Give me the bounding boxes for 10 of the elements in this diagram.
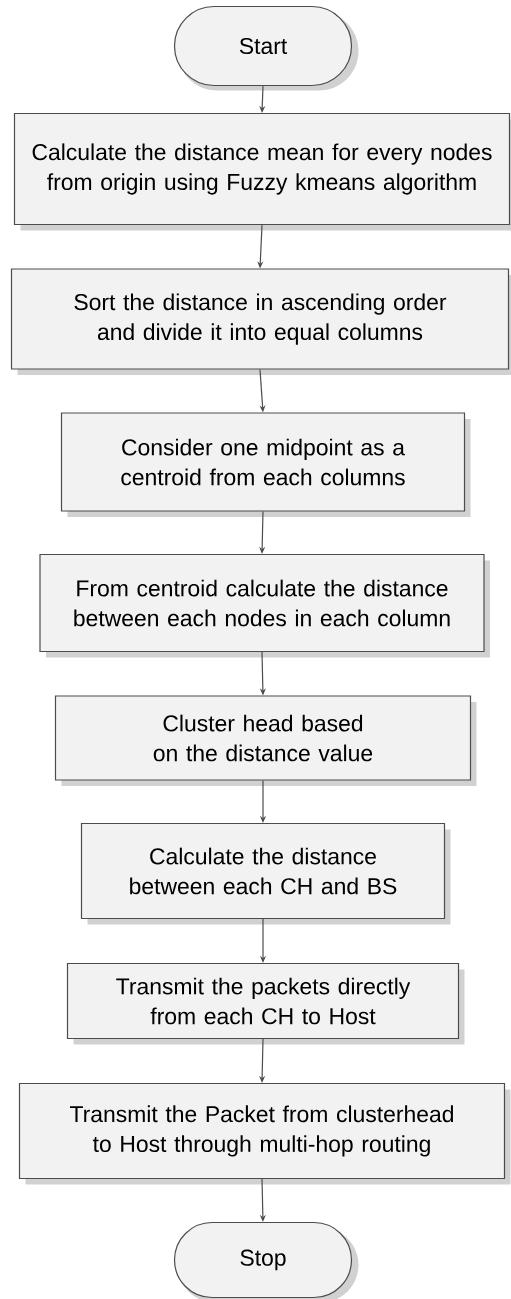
terminal-oval: Stop — [173, 1221, 359, 1299]
process-box: Cluster head based on the distance value — [54, 695, 477, 786]
process-box: Transmit the Packet from clusterhead to Host through multi-hop routing — [18, 1082, 511, 1185]
process-box: From centroid calculate the distance between each nodes in each column — [39, 553, 490, 658]
process-box: Calculate the distance between each CH and BS — [80, 822, 451, 925]
process-box: Calculate the distance mean for every nodes from origin using Fuzzy kmeans algorithm — [13, 112, 511, 231]
process-box: Consider one midpoint as a centroid from each columns — [60, 412, 471, 517]
process-box: Sort the distance in ascending order and divide it into equal columns — [10, 268, 511, 375]
process-box: Transmit the packets directly from each CH to Host — [66, 962, 465, 1045]
terminal-oval: Start — [173, 5, 359, 91]
